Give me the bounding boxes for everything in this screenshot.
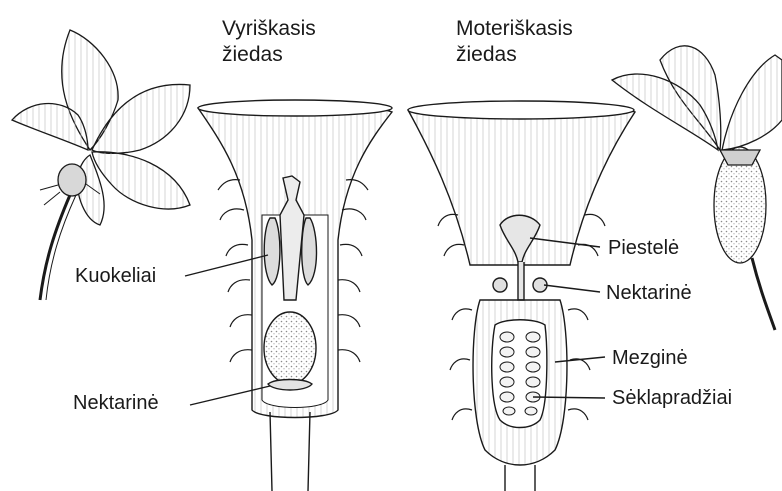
female-flower-title: Moteriškasis žiedas xyxy=(456,16,573,68)
label-style: Piestelė xyxy=(608,236,679,260)
leader-ovules xyxy=(533,397,605,398)
male-flower-title: Vyriškasis žiedas xyxy=(222,16,316,68)
male-cross-section xyxy=(198,100,392,491)
male-flower-sketch xyxy=(12,30,190,300)
label-nectary-male: Nektarinė xyxy=(73,391,159,415)
male-title-line-1: Vyriškasis xyxy=(222,16,316,42)
leader-nectary-female xyxy=(544,285,600,292)
female-title-line-2: žiedas xyxy=(456,42,573,68)
label-stamens: Kuokeliai xyxy=(75,264,156,288)
label-ovary: Mezginė xyxy=(612,346,688,370)
male-title-line-2: žiedas xyxy=(222,42,316,68)
female-title-line-1: Moteriškasis xyxy=(456,16,573,42)
label-nectary-female: Nektarinė xyxy=(606,281,692,305)
female-cross-section xyxy=(408,101,635,491)
label-ovules: Sėklapradžiai xyxy=(612,386,732,410)
